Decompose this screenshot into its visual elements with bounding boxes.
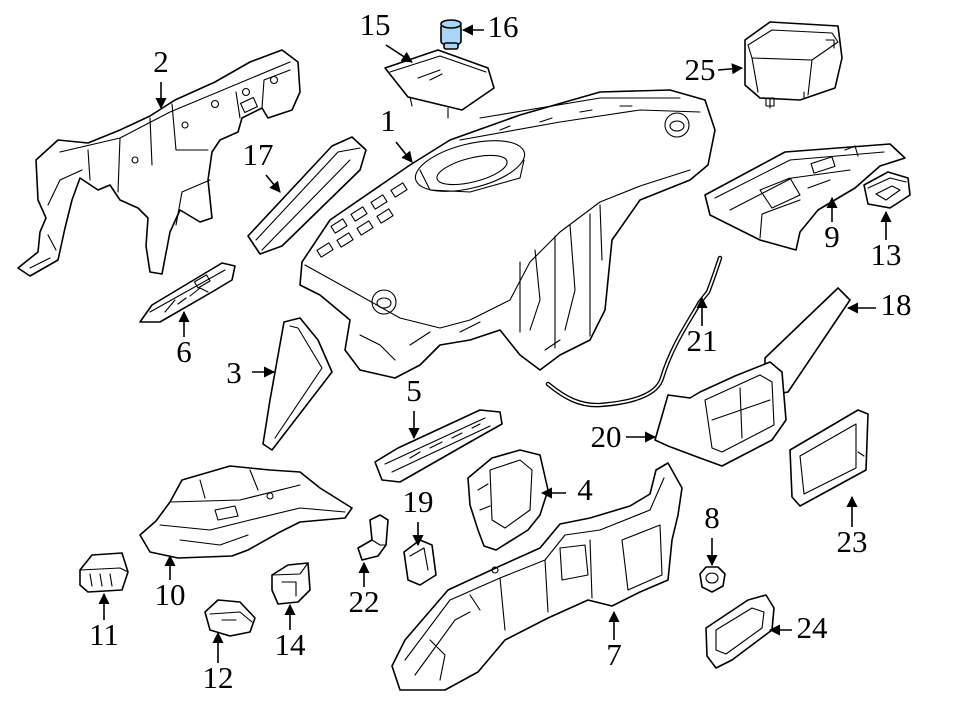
callout-1: 1 [380,103,396,138]
callout-18: 18 [881,287,912,322]
callout-22: 22 [349,584,380,619]
part-15 [384,49,495,119]
part-17 [247,136,367,255]
part-6 [139,262,236,323]
part-23 [789,409,869,507]
part-7 [391,462,683,691]
leader-15 [385,44,413,63]
part-13 [863,171,911,209]
callout-14: 14 [275,627,307,662]
callout-6: 6 [176,334,192,369]
part-14 [271,562,311,605]
callout-21: 21 [687,323,718,358]
callout-24: 24 [797,610,829,645]
leader-25 [717,63,744,75]
callout-25: 25 [685,52,716,87]
callout-11: 11 [89,617,119,652]
callout-7: 7 [606,637,622,672]
part-20 [654,361,787,467]
leader-1 [395,141,413,163]
part-22 [357,514,389,561]
callout-13: 13 [871,237,902,272]
callout-20: 20 [591,419,622,454]
part-2 [17,49,301,277]
callout-9: 9 [824,219,840,254]
callout-19: 19 [403,484,434,519]
callout-2: 2 [153,44,169,79]
callout-10: 10 [155,577,186,612]
callout-23: 23 [837,524,868,559]
callout-4: 4 [577,472,593,507]
callout-17: 17 [243,137,274,172]
part-11 [79,552,129,593]
part-19 [403,539,437,586]
part-5 [374,409,503,483]
part-24 [705,594,775,669]
part-21 [545,255,723,408]
part-10 [139,465,353,559]
part-8 [699,566,726,593]
callout-numbers: 1 2 3 4 5 6 7 8 9 10 11 12 13 14 15 16 1… [89,7,911,695]
callout-12: 12 [203,660,234,695]
callout-15: 15 [360,7,391,42]
leader-17 [265,174,281,193]
part-9 [704,143,906,251]
part-1 [299,89,716,379]
leader-lines [98,24,892,663]
part-25 [744,21,843,109]
part-4 [467,449,549,551]
part-16 [440,19,462,50]
part-3 [262,317,333,451]
callout-8: 8 [704,500,720,535]
part-12 [204,599,256,637]
callout-16: 16 [488,9,519,44]
callout-3: 3 [226,355,242,390]
callout-5: 5 [406,373,422,408]
